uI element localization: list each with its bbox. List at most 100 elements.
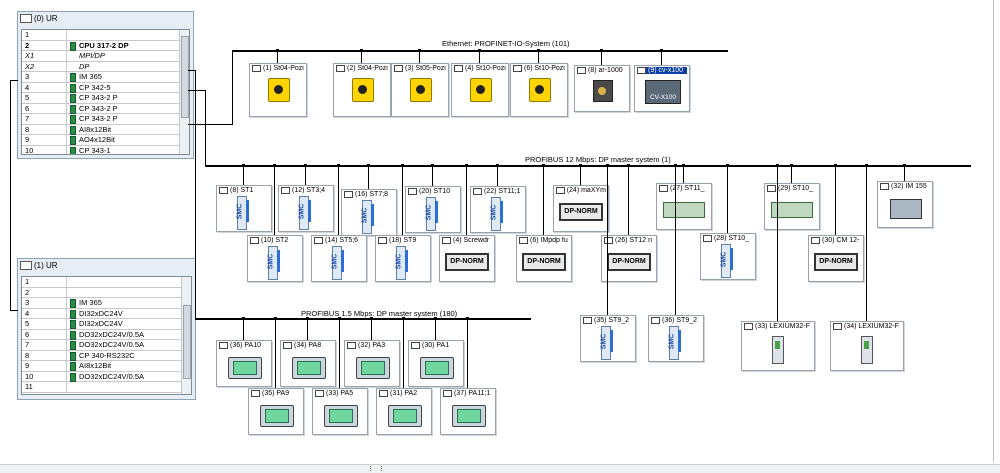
device-node[interactable]: (32) PA3 — [344, 340, 400, 387]
bus-tap — [465, 164, 468, 167]
smc-stripe — [610, 330, 613, 352]
module-cell: DO32xDC24V/0.5A — [66, 371, 191, 382]
device-node[interactable]: (33) LEXIUM32-F — [741, 321, 815, 371]
profibus-12-bus-line[interactable] — [205, 165, 971, 167]
device-label: (4) St10-Pozi — [454, 65, 506, 72]
device-node[interactable]: (32) IM 155 — [877, 181, 933, 228]
device-type-icon — [637, 67, 646, 74]
device-node[interactable]: (36) PA10 — [216, 340, 272, 387]
bus-drop-line — [274, 166, 275, 235]
rack-0-scroll-thumb[interactable] — [181, 36, 189, 118]
module-name: CP 340-RS232C — [79, 350, 135, 360]
hmi-panel-icon — [292, 357, 326, 379]
device-node[interactable]: (35) PA9 — [248, 388, 304, 435]
scroll-grip[interactable] — [370, 466, 382, 471]
rack-row[interactable]: 11 — [22, 382, 191, 393]
rack-1-scrollbar[interactable] — [181, 277, 191, 394]
dp-link-horizontal — [188, 70, 196, 71]
device-type-icon — [659, 185, 668, 192]
smc-valve-icon: SMC — [425, 197, 440, 231]
rack-row[interactable]: 2 — [22, 287, 191, 298]
bus-drop-line — [607, 166, 608, 315]
smc-stripe — [678, 330, 681, 352]
device-node[interactable]: (8) ar-1000 — [574, 65, 630, 112]
smc-logo-text: SMC — [236, 203, 244, 220]
device-node[interactable]: (6) St10-Pozi — [510, 63, 568, 117]
module-icon — [70, 320, 76, 329]
slot-number: 2 — [25, 287, 30, 297]
smc-valve-icon: SMC — [236, 196, 251, 230]
device-node[interactable]: (3) St05-Pozi — [391, 63, 449, 117]
bus-drop-line — [791, 166, 792, 183]
device-node[interactable]: (33) PA5 — [312, 388, 368, 435]
device-node[interactable]: (1) St04-Pozi — [249, 63, 307, 117]
device-node[interactable]: (30) PA1 — [408, 340, 464, 387]
horizontal-scrollbar[interactable] — [0, 464, 1000, 473]
device-node[interactable]: (34) LEXIUM32-F — [830, 321, 904, 371]
device-label: (30) CM 12- — [811, 237, 861, 244]
module-cell — [66, 30, 189, 40]
rack-row[interactable]: 1 — [22, 277, 191, 288]
device-node[interactable]: (2) St04-Pozi — [333, 63, 391, 117]
bus-tap — [242, 164, 245, 167]
device-node[interactable]: (30) CM 12-DP-NORM — [808, 235, 864, 282]
module-cell: AI8x12Bit — [66, 124, 189, 135]
device-node[interactable]: (34) PA8 — [280, 340, 336, 387]
profibus-15-bus-line[interactable] — [195, 318, 531, 320]
device-node[interactable]: (37) PA11;1 — [440, 388, 496, 435]
rack-0-scrollbar[interactable] — [179, 30, 189, 154]
device-node[interactable]: (4) St10-Pozi — [451, 63, 509, 117]
rack-1-scroll-thumb[interactable] — [183, 305, 191, 379]
bus-drop-line — [338, 166, 339, 235]
smc-logo-text: SMC — [361, 207, 369, 224]
device-node[interactable]: (28) ST10_SMC — [700, 233, 756, 280]
rack-row[interactable]: 1 — [22, 30, 189, 41]
module-cell: MPI/DP — [66, 51, 189, 61]
bus-drop-line — [432, 166, 433, 186]
device-node[interactable]: (27) ST11_ — [656, 183, 712, 230]
smc-stripe — [500, 201, 503, 223]
device-label-text: (4) Screwdr — [453, 237, 490, 244]
bus-tap — [600, 49, 603, 52]
device-node[interactable]: (31) PA2 — [376, 388, 432, 435]
device-node[interactable]: (29) ST10_ — [764, 183, 820, 230]
